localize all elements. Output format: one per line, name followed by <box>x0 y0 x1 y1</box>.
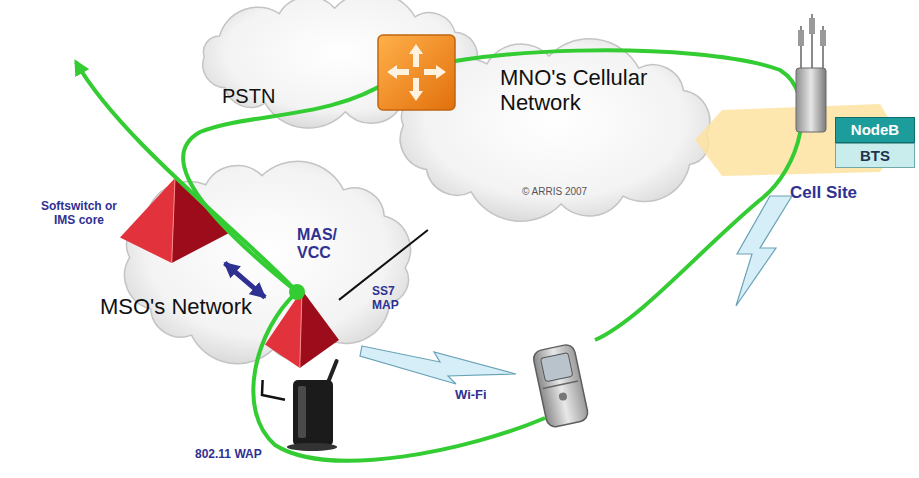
pyramid-shape <box>265 290 339 368</box>
router-antenna <box>328 361 336 382</box>
edge-label: SS7 MAP <box>372 285 408 313</box>
handset <box>532 343 589 428</box>
radio-box: BTS <box>835 143 915 168</box>
label-box: © ARRIS 2007 <box>522 186 587 198</box>
network-cloud: PSTN <box>170 0 510 130</box>
pyramid-face <box>265 290 302 368</box>
component-label: Softswitch or IMS core <box>40 200 118 228</box>
router-body <box>293 380 333 446</box>
anchor-dot <box>289 284 305 300</box>
access-point: 802.11 WAP <box>195 360 355 465</box>
pyramid-edge <box>172 178 175 263</box>
cloud-outline <box>400 39 710 221</box>
box-label: NodeB <box>851 121 899 138</box>
pyramid-edge <box>300 290 302 368</box>
cloud-label: PSTN <box>222 85 312 108</box>
cloud-shape <box>365 30 745 230</box>
server-pyramid: MAS/VCC <box>263 226 353 371</box>
box-label: BTS <box>860 147 890 164</box>
router-shape <box>285 360 345 452</box>
cloud-label: MSO's Network <box>100 294 270 319</box>
cloud-shape <box>95 145 440 380</box>
radio-link <box>360 346 516 384</box>
pyramid-face <box>120 178 175 263</box>
cloud-outline <box>203 0 477 128</box>
radio-link <box>736 196 792 306</box>
radio-box: NodeB <box>835 117 915 143</box>
router-base <box>287 443 337 451</box>
site-label: Cell Site <box>790 183 857 203</box>
connector <box>262 380 285 400</box>
label-box: Wi-Fi <box>455 388 487 403</box>
network-cloud: MNO's Cellular Network <box>365 30 745 230</box>
component-label: MAS/VCC <box>297 226 343 263</box>
pyramid-shape <box>120 178 230 263</box>
label-box: Cell Site <box>790 183 857 203</box>
network-cloud: MSO's Network <box>95 145 440 380</box>
device-label: 802.11 WAP <box>195 448 285 462</box>
cell-tower <box>796 14 826 132</box>
cloud-shape <box>170 0 510 130</box>
pyramid-face <box>172 178 230 263</box>
cloud-label: MNO's Cellular Network <box>500 65 680 116</box>
switch-symbol <box>378 35 455 110</box>
server-pyramid: Softswitch or IMS core <box>8 178 230 268</box>
edge-label-box: SS7 MAP <box>372 285 408 313</box>
copyright-note: © ARRIS 2007 <box>522 186 587 198</box>
link-label: Wi-Fi <box>455 388 487 403</box>
pyramid-face <box>300 290 339 368</box>
router-panel <box>298 386 306 438</box>
